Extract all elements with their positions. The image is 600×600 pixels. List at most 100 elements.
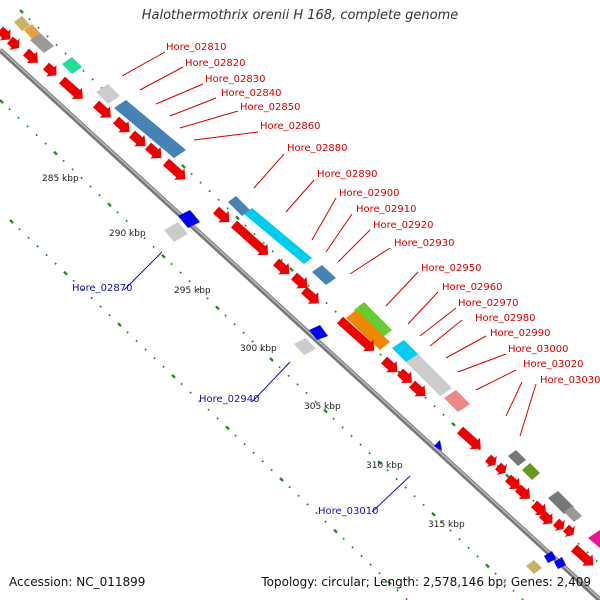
gene-box[interactable] [444,390,470,412]
tick-mark [433,404,436,408]
gene-label[interactable]: Hore_03010 [318,506,379,517]
tick-mark [162,365,165,369]
scale-label: 315 kbp [428,520,465,530]
forward-gene-arrow[interactable] [396,368,412,384]
callout-line [155,83,204,105]
gene-box[interactable] [548,491,574,514]
reverse-gene-arrow[interactable] [309,325,328,340]
forward-gene-arrow[interactable] [570,544,594,566]
gene-label[interactable]: Hore_02900 [339,188,400,199]
gene-label[interactable]: Hore_02970 [458,298,519,309]
gene-box[interactable] [244,208,312,264]
forward-gene-arrow[interactable] [408,380,426,397]
reverse-gene-arrow[interactable] [434,440,442,451]
forward-gene-arrow[interactable] [530,500,546,516]
forward-gene-arrow[interactable] [538,510,553,525]
gene-label[interactable]: Hore_02830 [205,74,266,85]
gene-label[interactable]: Hore_02870 [72,283,133,294]
gene-label[interactable]: Hore_02990 [490,328,551,339]
gene-label[interactable]: Hore_02950 [421,263,482,274]
gene-box[interactable] [588,530,600,548]
tick-mark [422,503,425,507]
gene-label[interactable]: Hore_02980 [475,313,536,324]
tick-mark [53,150,58,156]
gene-box[interactable] [346,310,390,350]
gene-label[interactable]: Hore_03020 [523,359,584,370]
gene-label[interactable]: Hore_02940 [199,394,260,405]
forward-gene-arrow[interactable] [336,316,375,352]
callout-line [407,291,439,325]
gene-label[interactable]: Hore_02860 [260,121,321,132]
forward-gene-arrow[interactable] [144,142,162,159]
forward-gene-arrow[interactable] [300,286,319,304]
tick-mark [595,559,598,563]
forward-gene-arrow[interactable] [212,206,230,223]
forward-gene-arrow[interactable] [456,426,481,450]
gene-box[interactable] [24,24,40,39]
forward-gene-arrow[interactable] [272,258,290,275]
callout-line [475,369,517,391]
gene-box[interactable] [564,506,582,522]
gene-label[interactable]: Hore_02810 [166,42,227,53]
reverse-gene-arrow[interactable] [544,551,556,563]
forward-gene-arrow[interactable] [128,130,146,147]
forward-gene-arrow[interactable] [22,48,38,64]
gene-label[interactable]: Hore_02820 [185,58,246,69]
forward-gene-arrow[interactable] [42,62,57,77]
reverse-gene-arrow[interactable] [178,210,200,228]
gene-label[interactable]: Hore_02880 [287,143,348,154]
forward-gene-arrow[interactable] [6,36,20,50]
forward-gene-arrow[interactable] [230,220,269,256]
gene-box[interactable] [114,100,186,158]
gene-box[interactable] [96,84,120,104]
tick-mark [126,331,129,334]
tick-mark [323,408,328,414]
forward-gene-arrow[interactable] [562,524,575,538]
gene-box[interactable] [522,463,540,480]
tick-mark [314,400,317,403]
gene-label[interactable]: Hore_02960 [442,282,503,293]
callout-line [371,475,411,513]
tick-mark [224,314,227,317]
gene-label[interactable]: Hore_02920 [373,220,434,231]
gene-box[interactable] [354,302,392,338]
gene-box[interactable] [228,196,250,216]
tick-mark [17,116,20,120]
gene-box[interactable] [508,450,526,466]
forward-gene-arrow[interactable] [92,100,111,118]
forward-gene-arrow[interactable] [58,76,83,100]
tick-mark [243,442,246,446]
forward-gene-arrow[interactable] [514,484,530,500]
gene-box[interactable] [30,33,54,53]
forward-gene-arrow[interactable] [162,158,186,180]
tick-mark [315,511,318,515]
gene-label[interactable]: Hore_02850 [240,102,301,113]
forward-gene-arrow[interactable] [504,474,520,490]
tick-mark [341,426,344,429]
forward-gene-arrow[interactable] [112,116,130,133]
gene-box[interactable] [14,16,30,31]
forward-gene-arrow[interactable] [484,454,497,468]
gene-box[interactable] [62,57,82,74]
forward-gene-arrow[interactable] [494,462,507,476]
pseudo-gene-box[interactable] [294,338,316,355]
forward-gene-arrow[interactable] [290,272,308,289]
gene-box[interactable] [526,560,542,574]
gene-label[interactable]: Hore_02930 [394,238,455,249]
gene-box[interactable] [406,354,452,396]
gene-label[interactable]: Hore_03000 [508,344,569,355]
callout-lines [121,51,537,513]
forward-gene-arrow[interactable] [0,26,11,41]
tick-mark [333,528,338,534]
gene-label[interactable]: Hore_03030 [540,375,600,386]
forward-gene-arrow[interactable] [552,518,565,532]
gene-label[interactable]: Hore_02910 [356,204,417,215]
gene-label[interactable]: Hore_02840 [221,88,282,99]
gene-box[interactable] [312,265,336,285]
forward-gene-arrow[interactable] [380,356,398,373]
reverse-gene-arrow[interactable] [554,557,566,569]
gene-label[interactable]: Hore_02890 [317,169,378,180]
backbone [0,48,600,600]
tick-mark [260,348,263,352]
pseudo-gene-box[interactable] [164,222,188,242]
